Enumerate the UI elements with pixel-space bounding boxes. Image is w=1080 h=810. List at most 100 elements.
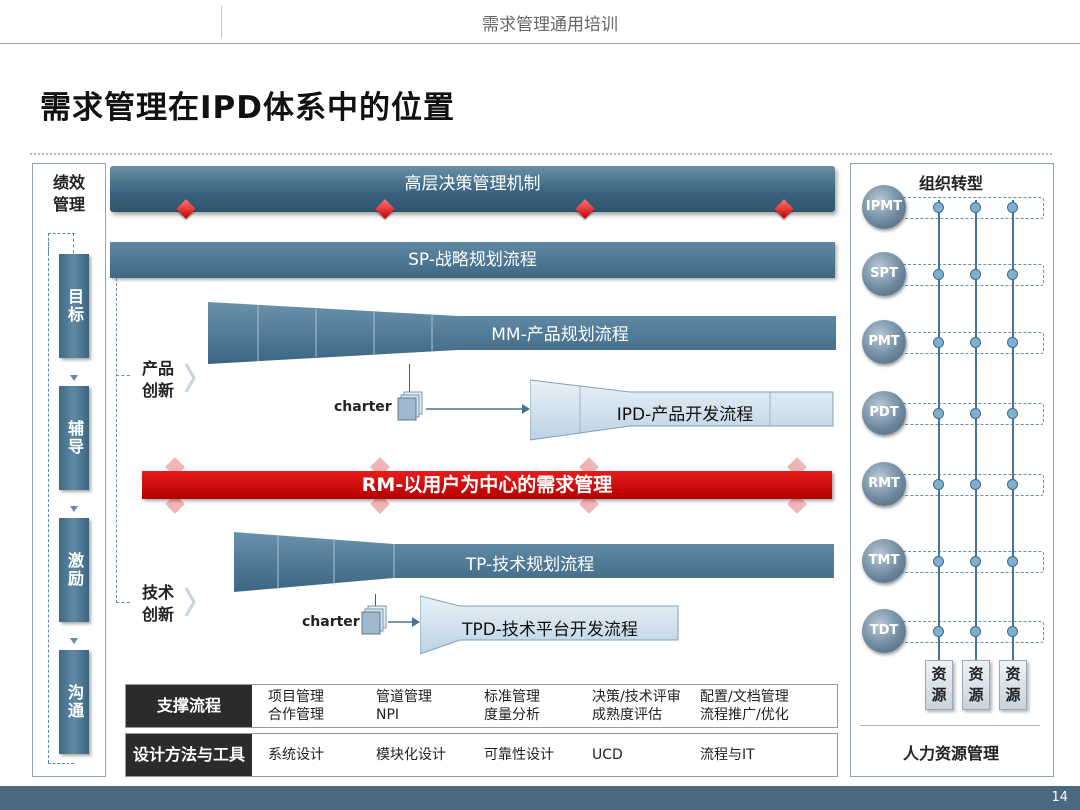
- support-cell: 项目管理 合作管理: [268, 688, 324, 724]
- resource-box: 资 源: [999, 660, 1027, 710]
- node-dot: [970, 626, 981, 637]
- resource-box: 资 源: [925, 660, 953, 710]
- tpd-funnel: [420, 595, 679, 655]
- support-cell: 标准管理 度量分析: [484, 688, 540, 724]
- product-innovation-line1: 产品: [141, 359, 174, 378]
- tech-innovation-line2: 创新: [141, 605, 174, 624]
- node-dot: [1007, 337, 1018, 348]
- node-dot: [1007, 626, 1018, 637]
- left-connector: [48, 233, 75, 254]
- resource-char: 资: [931, 665, 947, 683]
- top-decision-bar: 高层决策管理机制: [110, 166, 835, 212]
- support-item: 标准管理: [484, 689, 540, 705]
- ipd-label: IPD-产品开发流程: [616, 405, 754, 425]
- support-item: 成熟度评估: [592, 707, 662, 723]
- mm-funnel: [208, 302, 836, 364]
- resource-line: [938, 200, 940, 660]
- goal-item: 目标: [59, 254, 89, 358]
- resource-char: 源: [968, 686, 984, 704]
- product-innovation-label: 产品 创新: [128, 358, 188, 402]
- org-panel-title: 组织转型: [918, 174, 983, 193]
- hr-management-label: 人力资源管理: [902, 744, 999, 763]
- header-divider: [221, 6, 222, 38]
- node-dot: [970, 408, 981, 419]
- rm-bar: RM-以用户为中心的需求管理: [142, 471, 832, 499]
- charter-connector: [375, 594, 376, 608]
- method-item: 流程与IT: [700, 747, 755, 763]
- performance-title-line1: 绩效: [52, 173, 85, 192]
- charter-connector: [409, 364, 410, 394]
- left-loop-line: [48, 233, 49, 763]
- resource-char: 源: [931, 686, 947, 704]
- support-item: 项目管理: [268, 689, 324, 705]
- support-cell: 配置/文档管理 流程推广/优化: [700, 688, 789, 724]
- product-innovation-line2: 创新: [141, 381, 174, 400]
- tpd-label: TPD-技术平台开发流程: [462, 620, 638, 640]
- method-item: UCD: [592, 747, 623, 763]
- tp-label: TP-技术规划流程: [465, 555, 595, 575]
- team-rmt: RMT: [862, 462, 906, 506]
- team-tdt: TDT: [862, 609, 906, 653]
- header-rule: [0, 43, 1080, 44]
- arrow-right-icon: [426, 404, 530, 414]
- support-cell: 决策/技术评审 成熟度评估: [592, 688, 681, 724]
- chevron-right-icon: [184, 587, 196, 617]
- sp-bar: SP-战略规划流程: [110, 242, 835, 278]
- support-item: 决策/技术评审: [592, 689, 681, 705]
- resource-char: 资: [968, 665, 984, 683]
- sp-connector-branch: [116, 602, 130, 603]
- support-item: NPI: [376, 707, 400, 723]
- node-dot: [1007, 408, 1018, 419]
- support-item: 流程推广/优化: [700, 707, 789, 723]
- page-title: 需求管理在IPD体系中的位置: [40, 90, 455, 126]
- mm-label: MM-产品规划流程: [491, 325, 629, 345]
- sp-connector: [116, 278, 117, 603]
- team-tmt: TMT: [862, 539, 906, 583]
- team-pmt: PMT: [862, 320, 906, 364]
- support-item: 度量分析: [484, 707, 540, 723]
- document-stack-icon: [397, 391, 423, 421]
- method-item: 系统设计: [268, 747, 324, 763]
- coaching-item: 辅导: [59, 386, 89, 490]
- node-dot: [933, 202, 944, 213]
- node-dot: [970, 556, 981, 567]
- left-loop-bottom: [48, 763, 74, 764]
- header-title: 需求管理通用培训: [482, 15, 618, 35]
- resource-char: 资: [1005, 665, 1021, 683]
- node-dot: [1007, 202, 1018, 213]
- node-dot: [970, 337, 981, 348]
- node-dot: [933, 556, 944, 567]
- node-dot: [970, 269, 981, 280]
- performance-panel-title: 绩效 管理: [32, 172, 106, 216]
- team-ipmt: IPMT: [862, 185, 906, 229]
- node-dot: [933, 337, 944, 348]
- methods-label: 设计方法与工具: [126, 734, 252, 776]
- document-stack-icon: [361, 605, 387, 635]
- method-item: 可靠性设计: [484, 747, 554, 763]
- tech-innovation-line1: 技术: [141, 583, 174, 602]
- method-item: 模块化设计: [376, 747, 446, 763]
- resource-box: 资 源: [962, 660, 990, 710]
- team-pdt: PDT: [862, 391, 906, 435]
- communication-item: 沟通: [59, 650, 89, 754]
- node-dot: [933, 269, 944, 280]
- node-dot: [1007, 269, 1018, 280]
- team-spt: SPT: [862, 252, 906, 296]
- node-dot: [970, 202, 981, 213]
- ipd-funnel: [530, 379, 834, 441]
- node-dot: [1007, 556, 1018, 567]
- performance-title-line2: 管理: [52, 195, 85, 214]
- down-arrow-icon: [70, 506, 78, 512]
- support-label: 支撑流程: [126, 685, 252, 727]
- resource-char: 源: [1005, 686, 1021, 704]
- dotted-separator: [30, 153, 1052, 155]
- incentive-item: 激励: [59, 518, 89, 622]
- support-item: 配置/文档管理: [700, 689, 789, 705]
- tp-funnel: [234, 532, 834, 592]
- resource-line: [975, 200, 977, 660]
- node-dot: [933, 479, 944, 490]
- resource-line: [1012, 200, 1014, 660]
- page-number: 14: [1051, 790, 1068, 805]
- down-arrow-icon: [70, 638, 78, 644]
- support-item: 合作管理: [268, 707, 324, 723]
